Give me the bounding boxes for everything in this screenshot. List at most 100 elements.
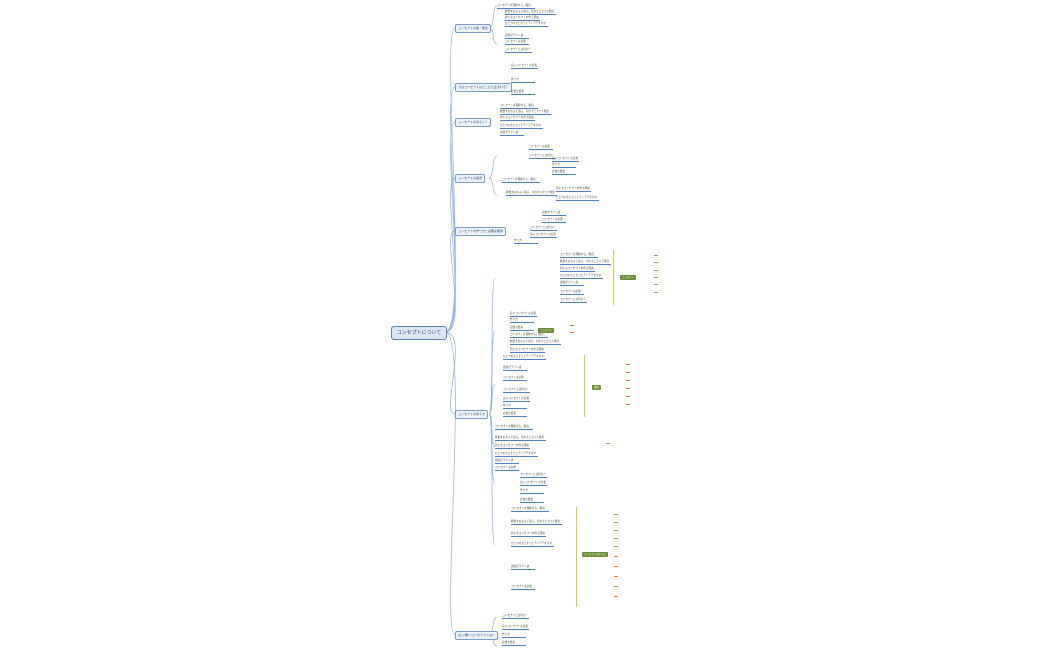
leaf-note[interactable]: ひとつのまとまったアイデアを示す [503,355,545,358]
leaf-note[interactable]: コンセプトとは何か？ [520,473,546,476]
topic-node[interactable]: コンセプトの考え方 [455,410,489,419]
leaf-note[interactable]: 必要な要素 [502,641,515,644]
leaf-note[interactable]: ひとつのまとまったアイデアを示す [495,452,537,455]
leaf-note[interactable]: 新たなコンセプトを作る理由 [560,267,594,270]
leaf-note[interactable]: 語源がラテン語 [505,34,524,37]
leaf-note[interactable]: 概要をおおよそ語る。何かまとまった概念 [495,436,545,439]
leaf-note[interactable]: 新たなコンセプトを作る理由 [495,444,529,447]
leaf-note[interactable]: コンセプトは必要 [495,466,516,469]
leaf-underline [511,68,538,69]
leaf-note[interactable]: コンセプトを理解する。概念。 [497,4,534,7]
leaf-note[interactable]: コンセプトは必要 [505,40,526,43]
leaf-note[interactable]: 語源がラテン語 [542,211,561,214]
leaf-underline [529,149,553,150]
marker-tick [614,522,618,525]
leaf-note[interactable]: コンセプトを理解する。概念。 [502,178,539,181]
leaf-note[interactable]: 必要な要素 [511,90,524,93]
leaf-note[interactable]: コンセプトは必要 [503,376,524,379]
leaf-note[interactable]: 良いコンセプトの定義 [510,312,536,315]
leaf-note[interactable]: ひとつのまとまったアイデアを示す [505,22,547,25]
leaf-note[interactable]: コンセプトとは何か？ [503,388,529,391]
leaf-underline [560,257,598,258]
leaf-underline [506,195,558,196]
leaf-note[interactable]: コンセプトとは何か？ [505,48,531,51]
leaf-note[interactable]: コンセプトとは何か？ [529,154,555,157]
leaf-note[interactable]: 語源がラテン語 [560,281,579,284]
leaf-note[interactable]: 新たなコンセプトを作る理由 [500,116,534,119]
topic-node[interactable]: コンセプトがあると？ [455,118,492,127]
leaf-note[interactable]: コンセプトを理解する。概念。 [511,507,548,510]
leaf-note[interactable]: ひとつのまとまったアイデアを示す [500,124,542,127]
summary-label[interactable]: コンセプトの作り方 [582,552,608,557]
leaf-note[interactable]: コンセプトとは何か？ [502,614,528,617]
leaf-underline [495,463,519,464]
topic-node[interactable]: コンセプトの語・概念 [455,24,492,33]
leaf-note[interactable]: 概要をおおよそ語る。何かまとまった概念 [560,260,610,263]
marker-tick [614,514,618,517]
leaf-note[interactable]: 語源がラテン語 [503,366,522,369]
leaf-note[interactable]: 概要をおおよそ語る。何かまとまった概念 [500,110,550,113]
leaf-note[interactable]: 良いコンセプトの定義 [530,233,556,236]
leaf-note[interactable]: ひとつのまとまったアイデアを示す [560,274,602,277]
leaf-note[interactable]: ひとつのまとまったアイデアを示す [511,542,553,545]
summary-label[interactable]: コンセプト [538,328,554,333]
leaf-note[interactable]: 新たなコンセプトを作る理由 [556,187,590,190]
leaf-note[interactable]: コンセプトを理解する。概念。 [510,333,547,336]
leaf-note[interactable]: 作り方 [503,404,511,407]
leaf-note[interactable]: 良いコンセプトの定義 [520,481,546,484]
leaf-note[interactable]: 語源がラテン語 [500,131,519,134]
root-topic[interactable]: コンセプトについて [391,326,447,340]
summary-label[interactable]: コンセプト [620,275,636,280]
marker-tick [626,380,630,383]
leaf-note[interactable]: 良いコンセプトの定義 [503,397,529,400]
leaf-note[interactable]: コンセプトは必要 [511,585,532,588]
leaf-underline [505,52,532,53]
leaf-note[interactable]: コンセプトは必要 [542,218,563,221]
leaf-underline [502,618,529,619]
leaf-note[interactable]: コンセプトは必要 [560,290,581,293]
leaf-note[interactable]: コンセプトを理解する。概念。 [500,104,537,107]
leaf-note[interactable]: コンセプトとは何か？ [530,226,556,229]
marker-tick [654,262,658,265]
leaf-note[interactable]: 必要な要素 [552,170,565,173]
leaf-note[interactable]: 作り方 [502,633,510,636]
leaf-note[interactable]: 作り方 [552,163,560,166]
topic-node[interactable]: 良い/悪いコンセプトとは？ [455,631,499,640]
leaf-note[interactable]: 概要をおおよそ語る。何かまとまった概念 [506,191,556,194]
leaf-note[interactable]: 必要な要素 [503,412,516,415]
topic-node[interactable]: コンセプトの語源 [455,174,486,183]
leaf-underline [505,14,557,15]
leaf-note[interactable]: 良いコンセプトの定義 [502,625,528,628]
leaf-note[interactable]: 新たなコンセプトを作る理由 [510,348,544,351]
leaf-note[interactable]: 必要な要素 [510,326,523,329]
leaf-note[interactable]: 作り方 [510,318,518,321]
topic-node[interactable]: ではコンセプトはどこから生まれる？ [455,83,512,92]
leaf-note[interactable]: 新たなコンセプトを作る理由 [511,532,545,535]
leaf-note[interactable]: 語源がラテン語 [511,565,530,568]
leaf-note[interactable]: 概要をおおよそ語る。何かまとまった概念 [510,340,560,343]
leaf-note[interactable]: ひとつのまとまったアイデアを示す [556,196,598,199]
leaf-underline [511,511,549,512]
leaf-note[interactable]: コンセプトを理解する。概念。 [560,253,597,256]
leaf-note[interactable]: 作り方 [511,78,519,81]
marker-tick [570,332,574,335]
summary-bracket [576,507,577,607]
leaf-note[interactable]: 作り方 [514,239,522,242]
leaf-note[interactable]: 良いコンセプトの定義 [552,157,578,160]
topic-node[interactable]: コンセプトの作り方と必要な要素 [455,227,507,236]
leaf-note[interactable]: 概要をおおよそ語る。何かまとまった概念 [511,520,561,523]
leaf-note[interactable]: 概要をおおよそ語る。何かまとまった概念 [505,10,555,13]
marker-tick [570,325,574,328]
leaf-underline [495,448,531,449]
leaf-note[interactable]: 必要な要素 [520,498,533,501]
leaf-underline [552,174,576,175]
leaf-note[interactable]: 語源がラテン語 [495,459,514,462]
leaf-note[interactable]: コンセプトを理解する。概念。 [495,425,532,428]
leaf-note[interactable]: 良いコンセプトの定義 [511,64,537,67]
leaf-note[interactable]: コンセプトとは何か？ [560,298,586,301]
leaf-note[interactable]: 作り方 [520,489,528,492]
leaf-note[interactable]: 新たなコンセプトを作る理由 [505,16,539,19]
leaf-note[interactable]: コンセプトは必要 [529,145,550,148]
summary-label[interactable]: 要素 [592,385,601,390]
